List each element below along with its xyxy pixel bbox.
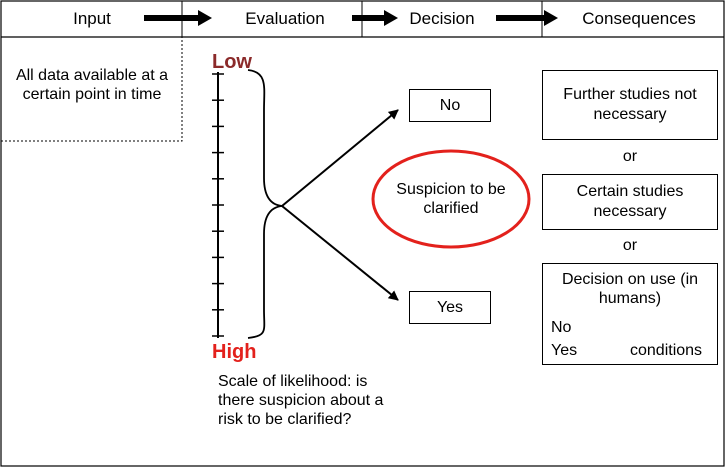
decision-no-box: No [409, 89, 491, 122]
consequence-or-2: or [622, 237, 638, 254]
decision-suspicion-label: Suspicion to be clarified [396, 181, 506, 218]
decision-yes-label: Yes [436, 298, 464, 316]
consequence-option-2-box: Certain studies necessary [542, 174, 718, 230]
curly-brace [247, 69, 283, 339]
header-step-evaluation: Evaluation [245, 9, 325, 28]
consequence-option-3-yes: Yes [551, 342, 578, 359]
header-arrow-1 [144, 10, 212, 26]
scale-caption: Scale of likelihood: is there suspicion … [218, 373, 384, 429]
header-arrow-3 [496, 10, 558, 26]
consequence-option-3-title: Decision on use (in humans) [561, 271, 699, 308]
consequence-option-3-no: No [551, 319, 572, 336]
consequence-option-2-text: Certain studies necessary [576, 183, 684, 220]
input-description: All data available at a certain point in… [15, 67, 169, 104]
arrow-to-yes [281, 205, 399, 301]
input-box-border [0, 36, 183, 142]
header-step-input: Input [73, 9, 111, 28]
consequence-or-1: or [622, 148, 638, 165]
consequence-option-3-box: Decision on use (in humans) No Yes condi… [542, 263, 718, 365]
consequence-option-3-conditions: conditions [630, 342, 703, 359]
arrow-to-no [281, 109, 399, 207]
header-step-decision: Decision [409, 9, 475, 28]
header-arrow-2 [352, 10, 398, 26]
consequence-option-1-text: Further studies not necessary [563, 86, 697, 123]
decision-no-label: No [439, 96, 461, 114]
scale-ticks [212, 73, 224, 337]
scale-low-label: Low [212, 51, 252, 73]
suspicion-highlight-ellipse [371, 149, 531, 249]
scale-high-label: High [212, 341, 257, 363]
decision-yes-box: Yes [409, 291, 491, 324]
header-step-consequences: Consequences [582, 9, 696, 28]
consequence-option-1-box: Further studies not necessary [542, 70, 718, 140]
